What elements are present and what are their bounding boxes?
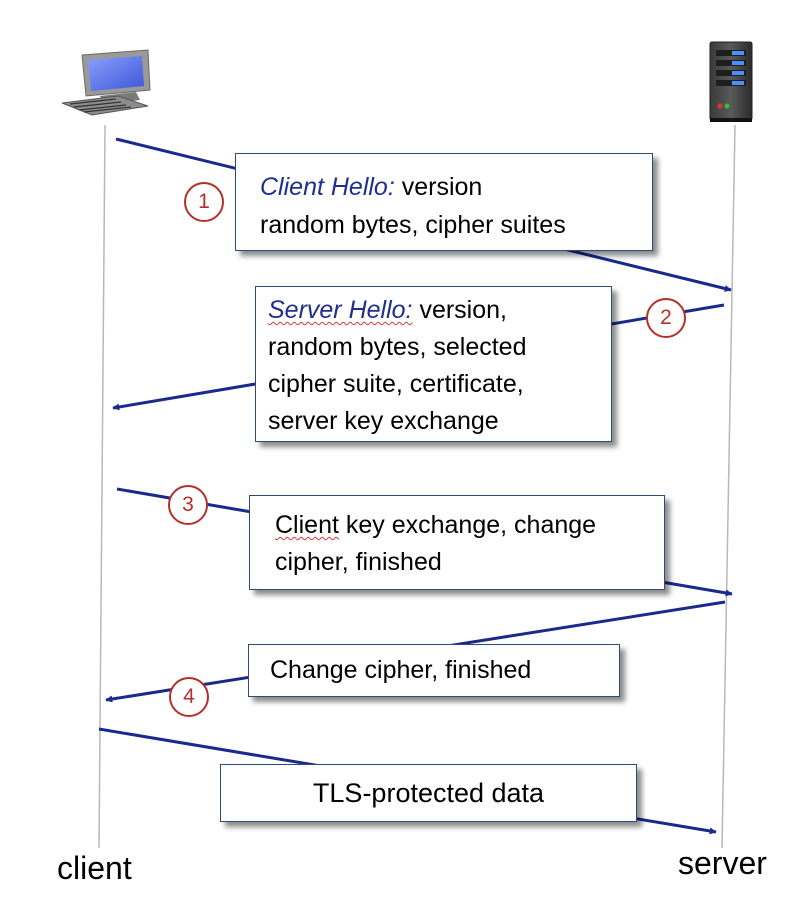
step-4-marker: 4 <box>169 677 209 717</box>
client-key-exchange-box: Client key exchange, change cipher, fini… <box>249 495 665 590</box>
server-lifeline <box>721 124 736 849</box>
step-1-number: 1 <box>198 190 210 213</box>
client-key-exchange-text-2: cipher, finished <box>275 548 442 576</box>
step-3-marker: 3 <box>168 485 208 525</box>
tls-data-box: TLS-protected data <box>220 764 637 822</box>
client-hello-title: Client Hello: <box>260 173 395 201</box>
tls-data-text: TLS-protected data <box>312 778 545 808</box>
server-tower-icon <box>709 41 753 122</box>
step-3-number: 3 <box>182 493 194 516</box>
step-2-marker: 2 <box>646 298 686 338</box>
step-2-number: 2 <box>660 306 672 329</box>
server-hello-box: Server Hello: version, random bytes, sel… <box>255 286 612 442</box>
server-hello-text-4: server key exchange <box>268 407 499 435</box>
client-hello-text-1: version <box>401 173 483 201</box>
step-4-number: 4 <box>183 685 195 708</box>
server-label: server <box>678 845 767 881</box>
server-hello-text-2: random bytes, selected <box>268 333 527 361</box>
client-key-exchange-title: Client <box>275 511 339 539</box>
step-1-marker: 1 <box>184 182 224 222</box>
change-cipher-text: Change cipher, finished <box>270 656 532 684</box>
desktop-computer-icon <box>61 49 151 116</box>
client-label: client <box>57 850 132 886</box>
client-hello-text-2: random bytes, cipher suites <box>260 211 566 239</box>
server-hello-text-3: cipher suite, certificate, <box>268 370 524 398</box>
client-key-exchange-text-1: key exchange, change <box>345 511 597 539</box>
client-hello-box: Client Hello: version random bytes, ciph… <box>235 153 653 251</box>
change-cipher-box: Change cipher, finished <box>248 644 620 697</box>
server-hello-text-1: version, <box>419 296 507 324</box>
client-lifeline <box>98 124 106 849</box>
server-hello-title: Server Hello: <box>268 296 413 324</box>
